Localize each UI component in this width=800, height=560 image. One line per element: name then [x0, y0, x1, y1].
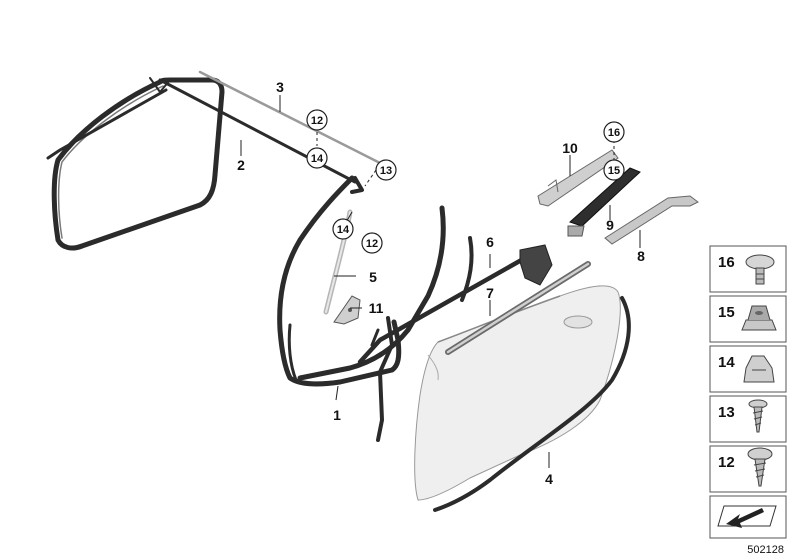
fastener-legend: 16 15 14: [709, 245, 787, 539]
legend-item-14[interactable]: 14: [709, 345, 787, 393]
door-panel: [414, 285, 621, 501]
callout-3: 3: [276, 79, 284, 95]
callout-11: 11: [369, 300, 384, 316]
svg-text:12: 12: [366, 238, 378, 250]
clip-icon: [745, 254, 775, 285]
part-3-trim-strip[interactable]: [198, 70, 382, 165]
spring-clip-icon: [743, 355, 775, 383]
legend-item-13[interactable]: 13: [709, 395, 787, 443]
callout-5: 5: [369, 269, 377, 285]
callout-2: 2: [237, 157, 245, 173]
nut-clip-icon: [741, 305, 777, 331]
svg-text:15: 15: [608, 165, 620, 177]
svg-text:14: 14: [311, 153, 324, 165]
svg-text:16: 16: [608, 127, 620, 139]
svg-text:12: 12: [718, 454, 735, 471]
callout-6: 6: [486, 234, 494, 250]
svg-text:12: 12: [311, 115, 323, 127]
circled-callouts: 12 14 13 14 12 16 15: [306, 109, 625, 254]
legend-item-16[interactable]: 16: [709, 245, 787, 293]
callout-7: 7: [486, 285, 494, 301]
callout-9: 9: [606, 217, 614, 233]
callout-4: 4: [545, 471, 553, 487]
circle-callout-14-mid: 14: [332, 218, 354, 240]
leader-lines: [240, 95, 641, 468]
circle-callout-16: 16: [603, 121, 625, 143]
part-1-door-opening-seal[interactable]: [277, 175, 402, 387]
legend-item-15[interactable]: 15: [709, 295, 787, 343]
screw-icon: [748, 399, 768, 433]
diagram-reference-number: 502128: [747, 544, 784, 556]
part-9-seal-channel[interactable]: [567, 167, 641, 237]
circle-callout-14-top: 14: [306, 147, 328, 169]
svg-text:14: 14: [337, 224, 350, 236]
callout-10: 10: [562, 140, 578, 156]
svg-text:14: 14: [718, 354, 735, 371]
legend-arrow-item: [709, 495, 787, 539]
callout-1: 1: [333, 407, 341, 423]
svg-text:15: 15: [718, 304, 735, 321]
part-8-outer-trim[interactable]: [604, 195, 699, 245]
part-10-window-guide[interactable]: [537, 149, 619, 207]
part-11-bracket[interactable]: [333, 295, 361, 325]
pan-screw-icon: [747, 447, 773, 487]
svg-text:13: 13: [718, 404, 735, 421]
direction-arrow-icon: [717, 505, 777, 528]
callout-8: 8: [637, 248, 645, 264]
part-4-lower-seal[interactable]: [433, 296, 631, 512]
svg-text:16: 16: [718, 254, 735, 271]
part-callouts: 3 2 1 5 11 6 7 4 10 9 8: [237, 79, 645, 487]
circle-callout-12-mid: 12: [361, 232, 383, 254]
circle-callout-13: 13: [375, 159, 397, 181]
circle-callout-12-top: 12: [306, 109, 328, 131]
svg-text:13: 13: [380, 165, 392, 177]
part-7-window-strip[interactable]: [445, 261, 591, 355]
legend-item-12[interactable]: 12: [709, 445, 787, 493]
circle-callout-15: 15: [603, 159, 625, 181]
part-6-door-weatherstrip[interactable]: [297, 205, 553, 442]
